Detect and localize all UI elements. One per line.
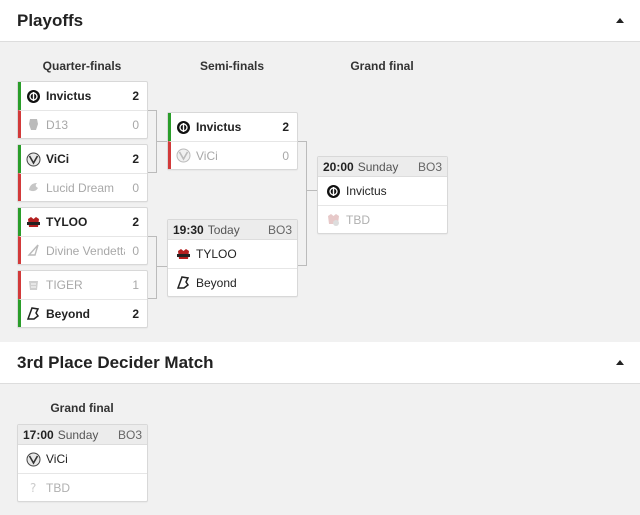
match-time: 20:00 [323,159,354,174]
tiger-logo-icon [26,278,41,293]
match-qf-3[interactable]: TYLOO 2 Divine Vendetta 0 [17,207,148,265]
team-row[interactable]: Lucid Dream 0 [18,173,147,201]
team-row[interactable]: Invictus 2 [168,113,297,141]
team-name: TIGER [46,278,83,292]
team-name: Invictus [46,89,92,103]
round-title-semifinals: Semi-finals [199,59,265,73]
match-header: 17:00 Sunday BO3 [18,425,147,445]
match-format: BO3 [267,222,292,237]
team-name: TYLOO [196,247,237,261]
match-day: Sunday [57,427,99,442]
svg-text:?: ? [30,481,36,495]
team-row[interactable]: TYLOO [168,240,297,268]
match-header: 20:00 Sunday BO3 [318,157,447,177]
collapse-playoffs-icon[interactable] [612,13,628,29]
team-row[interactable]: Beyond [168,268,297,296]
vici-logo-icon [26,152,41,167]
round-title-third-place: Grand final [50,401,114,415]
vici-logo-icon [176,148,191,163]
team-name: ViCi [46,152,70,166]
match-sf-1[interactable]: Invictus 2 ViCi 0 [167,112,298,170]
team-score: 0 [132,180,139,195]
third-place-header[interactable]: 3rd Place Decider Match [0,342,640,384]
collapse-third-place-icon[interactable] [612,355,628,371]
match-header: 19:30 Today BO3 [168,220,297,240]
team-row[interactable]: TYLOO 2 [18,208,147,236]
connector-to-final [307,190,317,191]
playoffs-header[interactable]: Playoffs [0,0,640,42]
team-row[interactable]: ViCi [18,445,147,473]
divine-vendetta-logo-icon [26,243,41,258]
team-score: 1 [132,278,139,292]
match-qf-2[interactable]: ViCi 2 Lucid Dream 0 [17,144,148,202]
team-score: 2 [132,215,139,229]
team-row[interactable]: Invictus 2 [18,82,147,110]
connector-to-sf2 [157,266,167,267]
match-time: 17:00 [23,427,54,442]
match-day: Sunday [357,159,399,174]
match-day: Today [207,222,240,237]
team-row[interactable]: Beyond 2 [18,299,147,327]
team-name: ViCi [196,148,218,163]
invictus-logo-icon [326,184,341,199]
round-title-quarterfinals: Quarter-finals [42,59,122,73]
connector-qf3-qf4 [147,236,157,299]
connector-to-sf1 [157,141,167,142]
team-score: 2 [132,306,139,321]
team-row[interactable]: ViCi 2 [18,145,147,173]
team-name: Beyond [196,275,237,290]
match-sf-2[interactable]: 19:30 Today BO3 TYLOO Beyond [167,219,298,297]
team-row[interactable]: Divine Vendetta 0 [18,236,147,264]
team-name: TBD [346,212,370,227]
beyond-logo-icon [176,275,191,290]
team-row[interactable]: TBD [318,205,447,233]
team-row[interactable]: D13 0 [18,110,147,138]
tyloo-logo-icon [176,247,191,262]
team-name: Invictus [196,120,242,134]
match-grand-final[interactable]: 20:00 Sunday BO3 Invictus TBD [317,156,448,234]
connector-sf1-sf2 [297,141,307,266]
question-mark-icon: ? [26,480,41,495]
invictus-logo-icon [26,89,41,104]
invictus-logo-icon [176,120,191,135]
third-place-title: 3rd Place Decider Match [17,353,214,372]
playoffs-title: Playoffs [17,11,84,30]
beyond-logo-icon [26,306,41,321]
vici-logo-icon [26,452,41,467]
team-name: Divine Vendetta [46,243,125,258]
team-name: ViCi [46,452,68,466]
team-name: Lucid Dream [46,180,115,195]
team-name: D13 [46,117,69,132]
match-third-place[interactable]: 17:00 Sunday BO3 ViCi ? TBD [17,424,148,502]
team-score: 2 [132,152,139,166]
team-score: 0 [132,117,139,132]
team-name: TYLOO [46,215,88,229]
team-row[interactable]: Invictus [318,177,447,205]
match-time: 19:30 [173,222,204,237]
tbd-logo-icon [326,212,341,227]
team-score: 2 [282,120,289,134]
team-row[interactable]: TIGER 1 [18,271,147,299]
team-row[interactable]: ? TBD [18,473,147,501]
round-title-grand-final: Grand final [350,59,414,73]
match-format: BO3 [117,427,142,442]
tyloo-logo-icon [26,215,41,230]
d13-logo-icon [26,117,41,132]
connector-qf1-qf2 [147,110,157,173]
lucid-dream-logo-icon [26,180,41,195]
team-score: 0 [282,148,289,163]
match-format: BO3 [417,159,442,174]
team-name: TBD [46,480,70,495]
match-qf-1[interactable]: Invictus 2 D13 0 [17,81,148,139]
team-row[interactable]: ViCi 0 [168,141,297,169]
team-score: 2 [132,89,139,103]
team-name: Beyond [46,306,91,321]
team-name: Invictus [346,184,387,198]
match-qf-4[interactable]: TIGER 1 Beyond 2 [17,270,148,328]
team-score: 0 [132,243,139,258]
